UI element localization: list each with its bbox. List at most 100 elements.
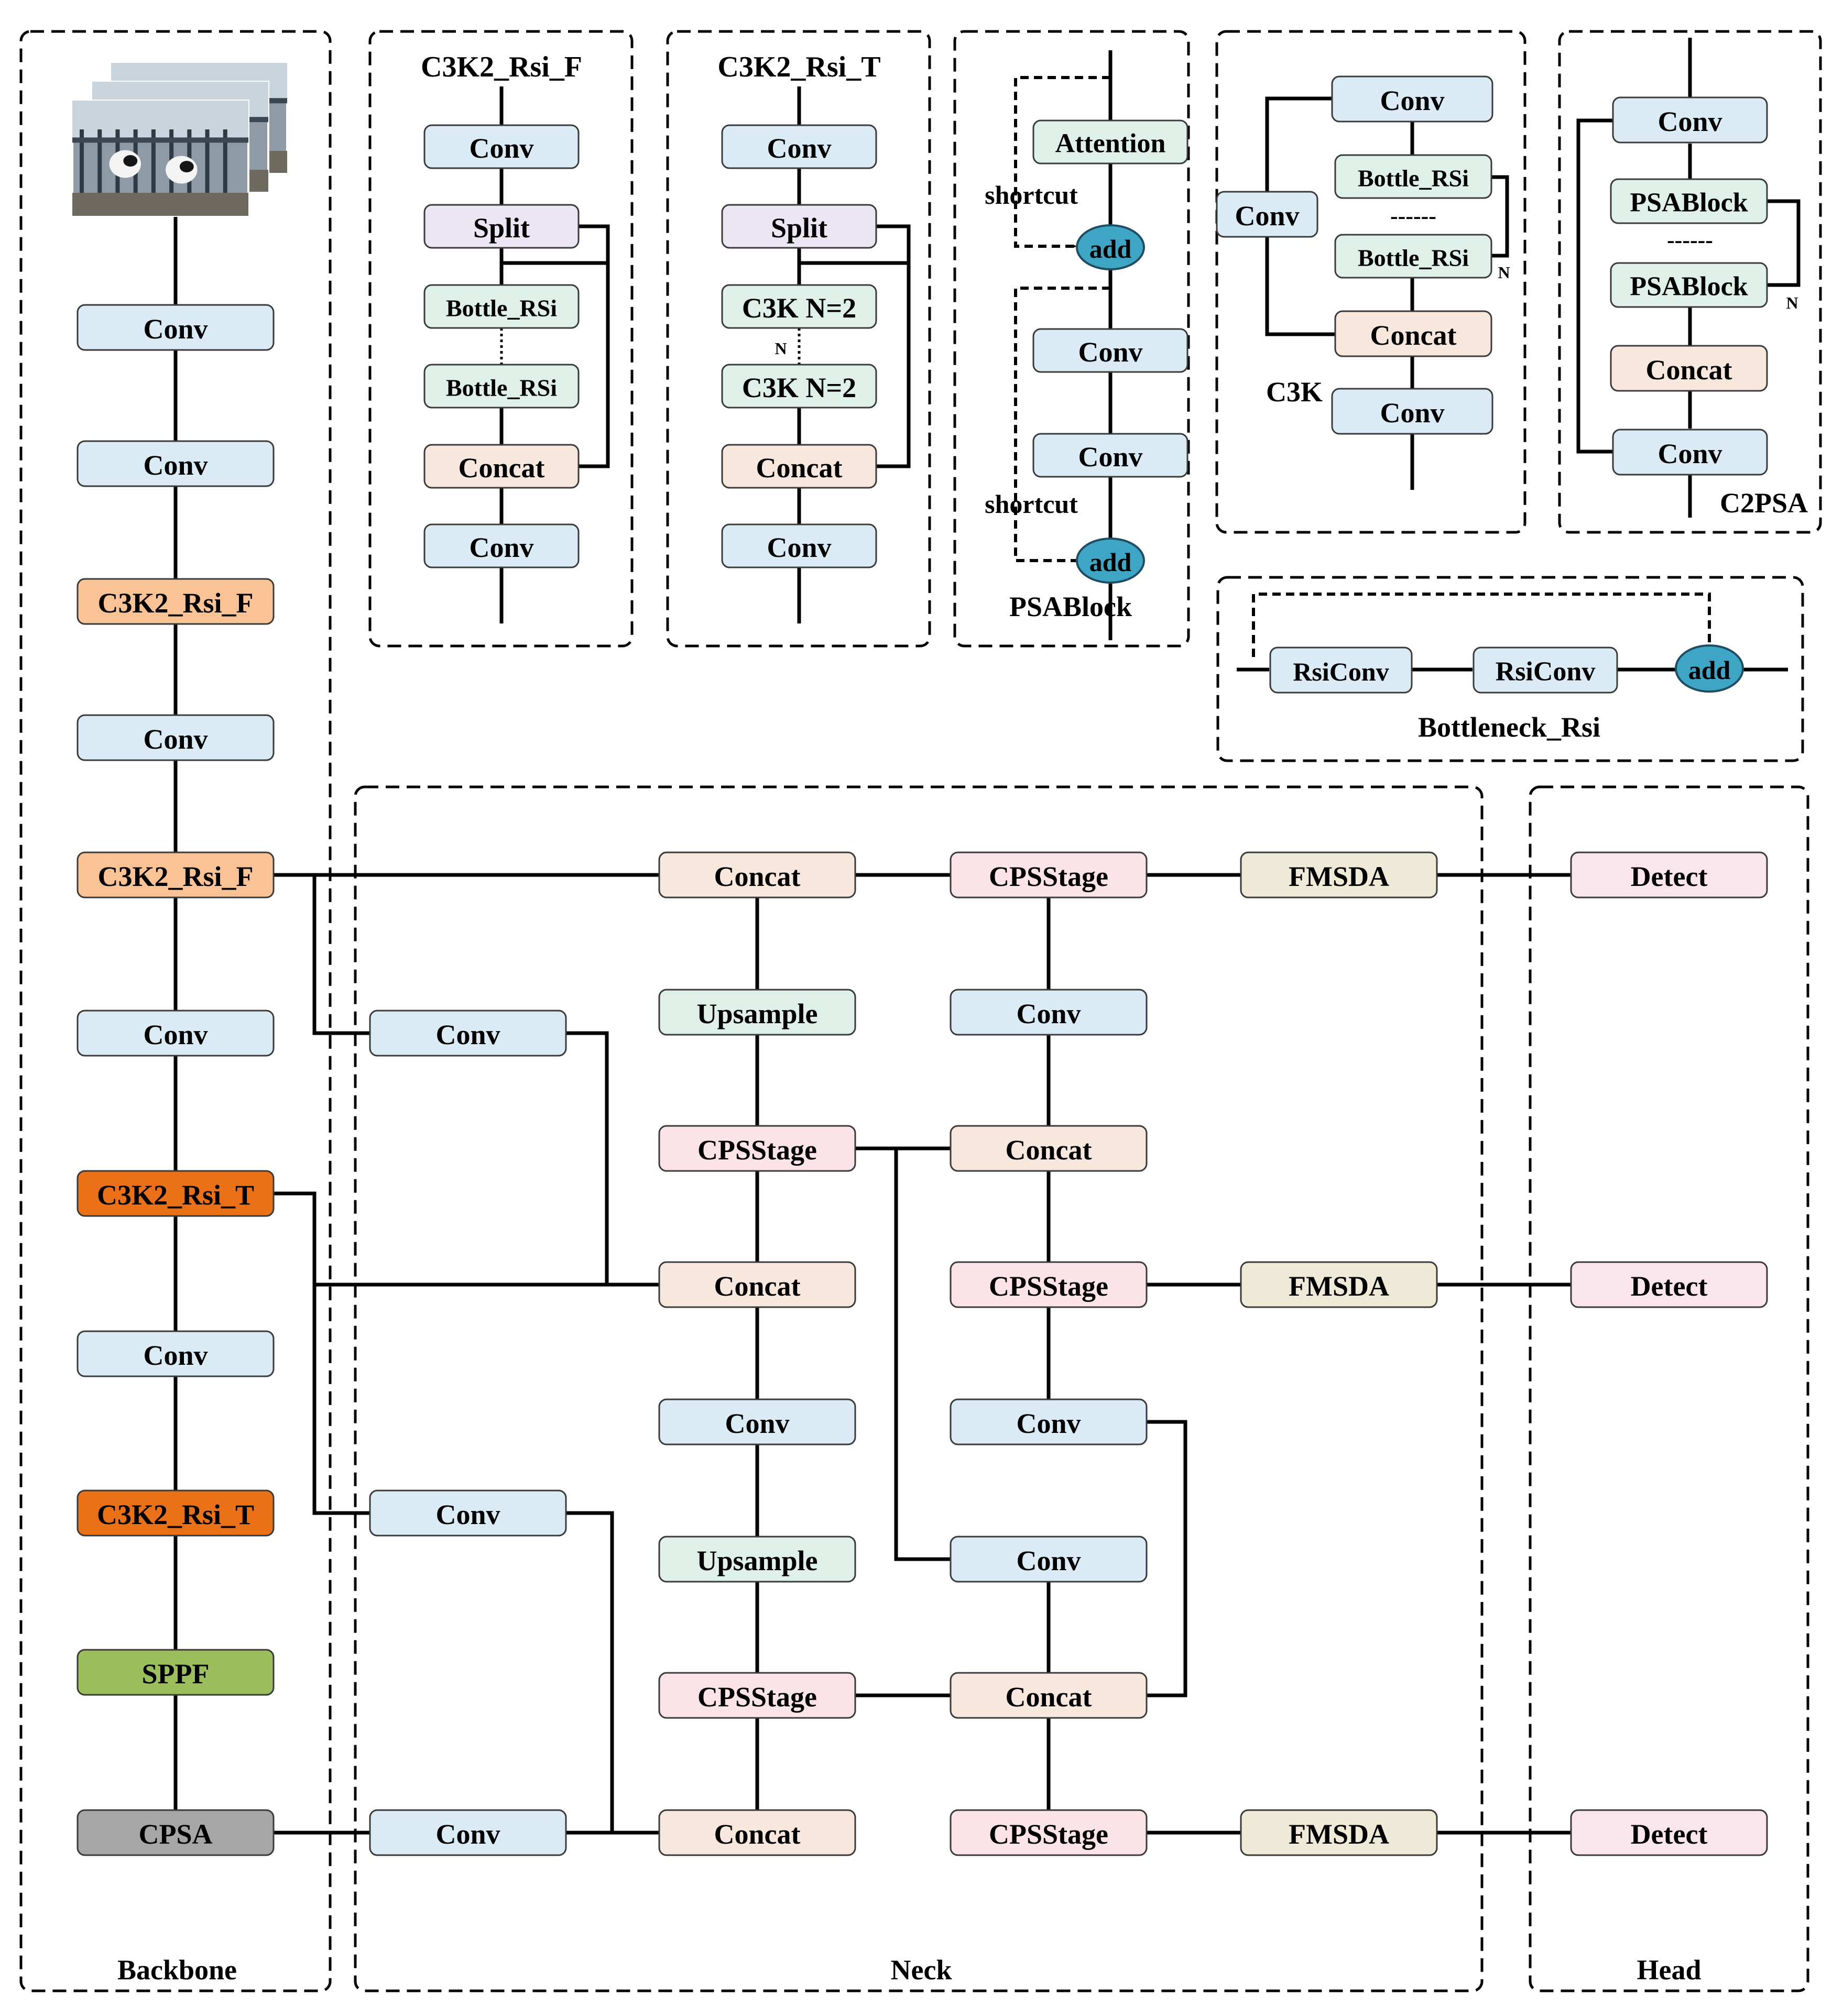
psablock-conv-2-label: Conv — [1078, 441, 1142, 473]
neck-col3-block-6 — [950, 1672, 1148, 1719]
c3k2-rsi-f-block-1 — [423, 204, 580, 249]
input-frame-1 — [71, 100, 249, 217]
c3k2-rsi-t-block-4-label: Concat — [756, 452, 843, 484]
c3k-concat-label: Concat — [1370, 320, 1457, 351]
c3k2-rsi-t-block-0 — [721, 124, 877, 169]
c3k2-rsi-t-block-5-label: Conv — [767, 532, 831, 563]
edge-c3k-left-concat — [1265, 237, 1336, 336]
neck-col2-block-7-label: Concat — [714, 1818, 801, 1850]
backbone-block-7 — [77, 1330, 275, 1377]
c3k-repeat-n: N — [1498, 263, 1510, 282]
backbone-block-4 — [77, 851, 275, 899]
c3k2-rsi-f-block-1-label: Split — [473, 212, 530, 244]
c3k2-rsi-t-block-4 — [721, 444, 877, 489]
c3k2-rsi-f-block-4-label: Concat — [459, 452, 545, 484]
c3k-repeat-dots: ------ — [1390, 203, 1436, 229]
neck-col4-block-0-label: FMSDA — [1289, 861, 1389, 892]
bottleneck-rsi-conv-2-label: RsiConv — [1496, 657, 1596, 687]
edge-psa-shortcut-1 — [1014, 76, 1110, 248]
c3k2-rsi-t-block-0-label: Conv — [767, 133, 831, 164]
neck-col2-block-1-label: Upsample — [696, 998, 817, 1029]
head-block-1 — [1570, 1261, 1768, 1308]
psablock-attention-label: Attention — [1055, 129, 1166, 159]
head-block-2-label: Detect — [1631, 1818, 1708, 1850]
edge-c2psa-bypass — [1576, 118, 1613, 454]
c3k-concat — [1334, 310, 1492, 357]
c3k2-rsi-f-panel — [368, 30, 634, 648]
neck-col2-block-1 — [658, 989, 856, 1036]
c2psa-psablock-2 — [1610, 262, 1768, 308]
c3k-bottle-2-label: Bottle_RSi — [1358, 245, 1469, 271]
edge-c3k2f-conv1 — [312, 875, 370, 1035]
edge-f-split-concat — [578, 224, 610, 468]
bottleneck-rsi-panel — [1216, 576, 1804, 762]
neck-col3-block-6-label: Concat — [1006, 1681, 1092, 1713]
backbone-block-10-label: CPSA — [138, 1818, 212, 1850]
neck-col2-block-7 — [658, 1809, 856, 1856]
c2psa-conv-top-label: Conv — [1657, 106, 1722, 137]
c3k2-rsi-f-block-0-label: Conv — [469, 133, 533, 164]
neck-col2-block-6 — [658, 1672, 856, 1719]
backbone-block-9 — [77, 1649, 275, 1696]
bottleneck-rsi-conv-2 — [1473, 647, 1618, 694]
c3k2-rsi-t-block-3-label: C3K N=2 — [742, 372, 856, 403]
bottleneck-rsi-add — [1675, 644, 1744, 693]
edge-t-split-concat — [876, 224, 911, 468]
neck-col3-block-5 — [950, 1536, 1148, 1583]
neck-col1-block-2-label: Conv — [435, 1818, 500, 1850]
backbone-block-1-label: Conv — [143, 450, 208, 481]
neck-col1-block-1 — [369, 1489, 567, 1537]
c3k2-rsi-f-block-5 — [423, 523, 580, 568]
neck-col1-block-2 — [369, 1809, 567, 1856]
head-block-2 — [1570, 1809, 1768, 1856]
neck-col3-block-1-label: Conv — [1016, 998, 1081, 1029]
psablock-add-2-label: add — [1089, 547, 1132, 577]
backbone-block-2 — [77, 578, 275, 625]
c2psa-psablock-1 — [1610, 178, 1768, 224]
c2psa-conv-bottom — [1612, 429, 1768, 476]
psablock-conv-2 — [1032, 433, 1188, 478]
c2psa-conv-bottom-label: Conv — [1657, 438, 1722, 469]
c3k-conv-top — [1331, 75, 1493, 123]
c3k2-rsi-t-block-2-label: C3K N=2 — [742, 292, 856, 324]
head-title: Head — [1637, 1954, 1701, 1986]
head-block-0-label: Detect — [1631, 861, 1708, 892]
neck-col3-block-3 — [950, 1261, 1148, 1308]
backbone-block-5 — [77, 1010, 275, 1057]
neck-panel — [354, 785, 1484, 1992]
head-panel — [1529, 785, 1809, 1992]
backbone-block-0-label: Conv — [143, 313, 208, 345]
c3k-bottle-1 — [1334, 154, 1492, 199]
c3k2-rsi-f-block-3 — [423, 364, 580, 409]
c2psa-repeat-n: N — [1786, 293, 1798, 312]
edge-psa-shortcut-2 — [1014, 287, 1110, 562]
neck-col2-block-2 — [658, 1125, 856, 1172]
neck-title: Neck — [891, 1954, 952, 1986]
neck-col3-block-5-label: Conv — [1016, 1545, 1081, 1576]
c3k-conv-left — [1216, 191, 1318, 238]
neck-col3-block-4 — [950, 1398, 1148, 1445]
backbone-block-6 — [77, 1170, 275, 1217]
neck-col2-block-4-label: Conv — [725, 1408, 789, 1439]
backbone-block-8-label: C3K2_Rsi_T — [97, 1499, 254, 1530]
c3k-panel — [1215, 30, 1526, 534]
c2psa-psablock-1-label: PSABlock — [1630, 188, 1748, 218]
backbone-block-1 — [77, 440, 275, 487]
neck-col2-block-0 — [658, 851, 856, 899]
backbone-block-2-label: C3K2_Rsi_F — [98, 587, 254, 619]
neck-col3-block-0 — [950, 851, 1148, 899]
neck-col2-block-3 — [658, 1261, 856, 1308]
c3k2-rsi-t-repeat-n: N — [775, 339, 787, 358]
c3k2-rsi-t-block-1-label: Split — [771, 212, 827, 244]
c3k2-rsi-t-title: C3K2_Rsi_T — [717, 51, 880, 83]
neck-col2-block-5 — [658, 1536, 856, 1583]
bottleneck-rsi-add-label: add — [1688, 655, 1731, 685]
backbone-block-6-label: C3K2_Rsi_T — [97, 1179, 254, 1211]
c3k-conv-bottom-label: Conv — [1380, 397, 1444, 429]
c3k2-rsi-t-block-2 — [721, 284, 877, 329]
bottleneck-rsi-conv-1 — [1269, 647, 1413, 694]
neck-col3-block-1 — [950, 989, 1148, 1036]
c3k2-rsi-f-block-2 — [423, 284, 580, 329]
